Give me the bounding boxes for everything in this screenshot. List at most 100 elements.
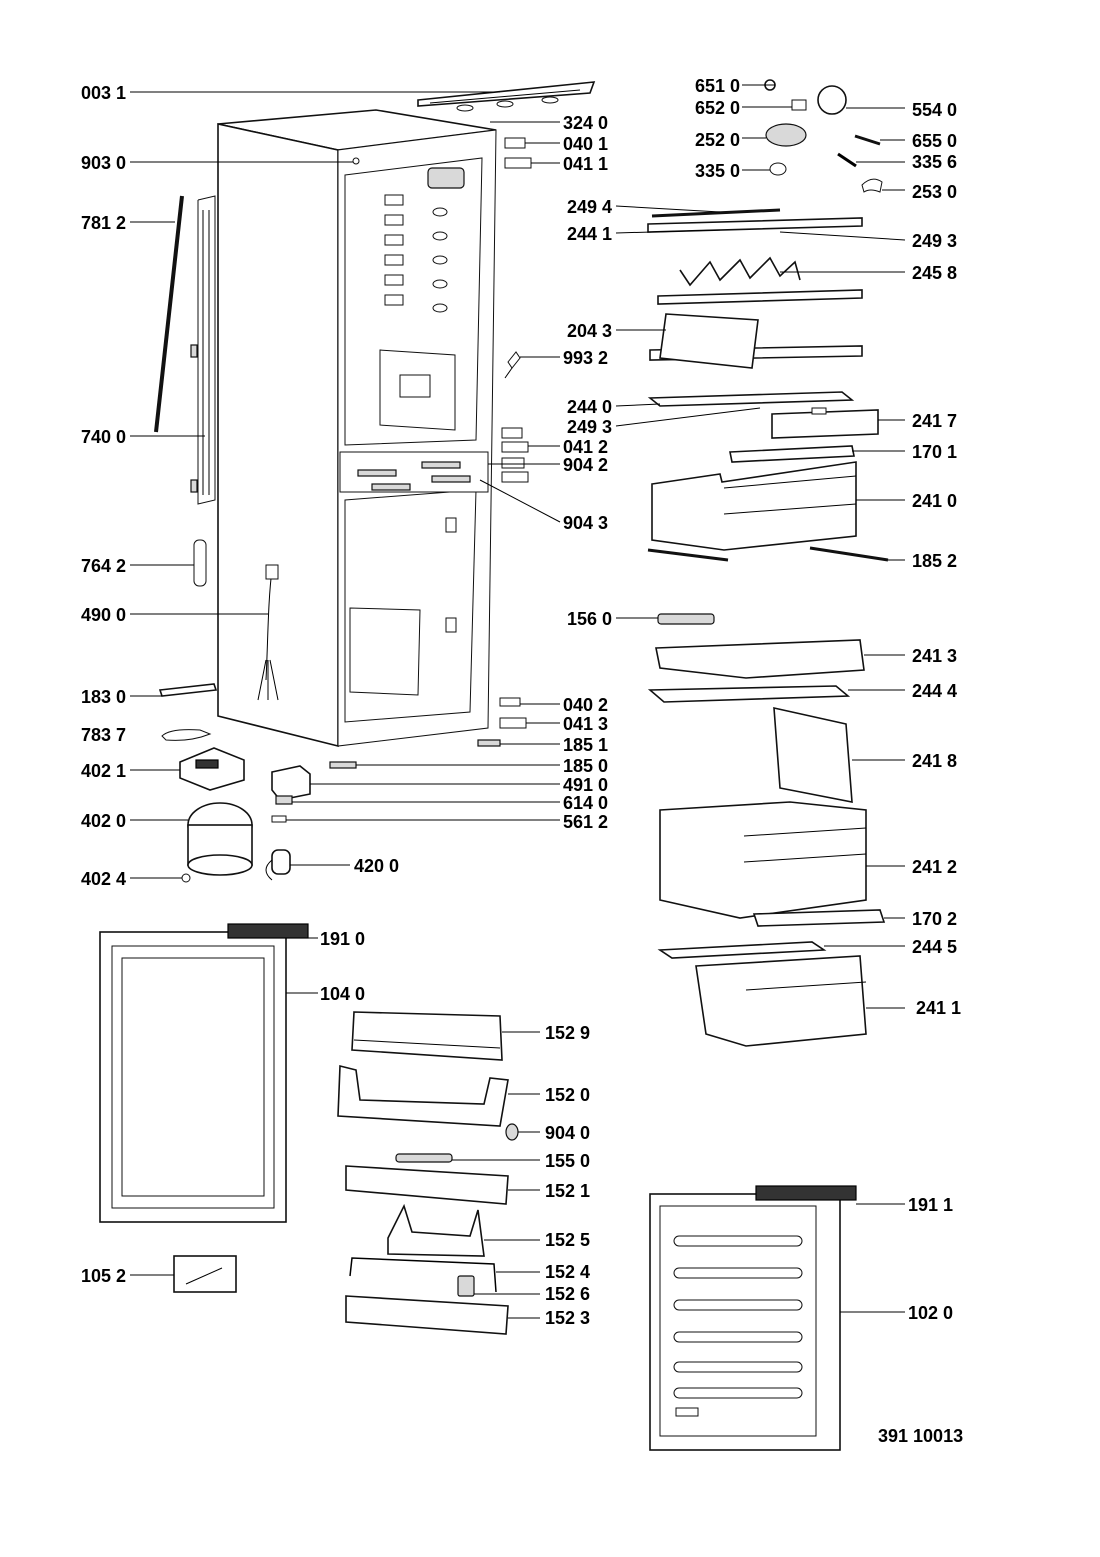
door-balcony-1523-part xyxy=(345,1295,509,1335)
part-label: 152 6 xyxy=(545,1284,590,1304)
part-label: 402 1 xyxy=(81,761,126,781)
part-label: 040 2 xyxy=(563,695,608,715)
part-label: 249 4 xyxy=(567,197,612,217)
part-label: 324 0 xyxy=(563,113,608,133)
trim-1702-part xyxy=(752,909,886,927)
part-label: 490 0 xyxy=(81,605,126,625)
trim-1701-part xyxy=(729,445,855,463)
part-label: 614 0 xyxy=(563,793,608,813)
part-label: 245 8 xyxy=(912,263,957,283)
part-label: 655 0 xyxy=(912,131,957,151)
bottle-clip-part xyxy=(457,1275,475,1297)
part-label: 003 1 xyxy=(81,83,126,103)
glass-shelf-2441-part xyxy=(647,208,863,233)
fridge-door-part xyxy=(99,923,309,1223)
rail-part xyxy=(158,683,218,697)
part-label: 335 6 xyxy=(912,152,957,172)
compressor-part xyxy=(181,802,253,883)
part-label: 170 2 xyxy=(912,909,957,929)
freezer-door-part xyxy=(649,1185,857,1451)
part-label: 040 1 xyxy=(563,134,608,154)
leader-lines xyxy=(130,84,906,1319)
part-label: 740 0 xyxy=(81,427,126,447)
part-label: 170 1 xyxy=(912,442,957,462)
part-label: 244 5 xyxy=(912,937,957,957)
part-number-labels: 003 1 324 0 040 1 041 1 903 0 781 2 740 … xyxy=(81,76,963,1446)
part-label: 904 3 xyxy=(563,513,608,533)
part-label: 764 2 xyxy=(81,556,126,576)
part-label: 191 0 xyxy=(320,929,365,949)
part-label: 904 0 xyxy=(545,1123,590,1143)
part-label: 183 0 xyxy=(81,687,126,707)
small-box-part xyxy=(771,407,879,439)
part-label: 241 0 xyxy=(912,491,957,511)
part-label: 652 0 xyxy=(695,98,740,118)
part-label: 102 0 xyxy=(908,1303,953,1323)
egg-tray-part xyxy=(395,1153,453,1163)
part-label: 185 0 xyxy=(563,756,608,776)
part-label: 651 0 xyxy=(695,76,740,96)
glass-shelf-2445-part xyxy=(657,941,827,959)
part-label: 903 0 xyxy=(81,153,126,173)
condenser-parts xyxy=(154,195,216,587)
shelf-2043-part xyxy=(649,313,863,369)
part-label: 105 2 xyxy=(81,1266,126,1286)
part-label: 244 4 xyxy=(912,681,957,701)
part-label: 185 1 xyxy=(563,735,608,755)
part-label: 904 2 xyxy=(563,455,608,475)
part-label: 152 0 xyxy=(545,1085,590,1105)
glass-shelf-2444-part xyxy=(647,685,851,703)
freezer-flap-part xyxy=(773,706,853,803)
part-label: 155 0 xyxy=(545,1151,590,1171)
part-label: 041 3 xyxy=(563,714,608,734)
part-label: 244 0 xyxy=(567,397,612,417)
part-label: 249 3 xyxy=(912,231,957,251)
control-unit-parts xyxy=(764,79,883,193)
drawing-number: 391 10013 xyxy=(878,1426,963,1446)
part-label: 104 0 xyxy=(320,984,365,1004)
part-label: 252 0 xyxy=(695,130,740,150)
part-label: 783 7 xyxy=(81,725,126,745)
rail-1852-parts xyxy=(647,546,889,562)
part-label: 253 0 xyxy=(912,182,957,202)
part-label: 244 1 xyxy=(567,224,612,244)
part-label: 204 3 xyxy=(567,321,612,341)
freezer-drawer-2411-part xyxy=(695,955,867,1047)
capacitor-part xyxy=(265,849,291,881)
bottle-wire-part xyxy=(349,1257,497,1293)
knob-part xyxy=(505,1123,519,1141)
part-label: 420 0 xyxy=(354,856,399,876)
top-cover-part xyxy=(417,81,596,107)
part-label: 241 8 xyxy=(912,751,957,771)
part-label: 152 1 xyxy=(545,1181,590,1201)
part-label: 191 1 xyxy=(908,1195,953,1215)
part-label: 402 0 xyxy=(81,811,126,831)
part-label: 152 3 xyxy=(545,1308,590,1328)
relay-parts xyxy=(271,765,311,823)
crisper-2410-part xyxy=(651,461,857,551)
clip-part xyxy=(161,729,212,741)
part-label: 185 2 xyxy=(912,551,957,571)
part-label: 993 2 xyxy=(563,348,608,368)
cabinet-body-part xyxy=(217,109,497,748)
part-label: 402 4 xyxy=(81,869,126,889)
part-label: 491 0 xyxy=(563,775,608,795)
part-label: 241 7 xyxy=(912,411,957,431)
part-label: 335 0 xyxy=(695,161,740,181)
door-balcony-1520-part xyxy=(337,1064,509,1127)
part-label: 152 5 xyxy=(545,1230,590,1250)
part-label: 249 3 xyxy=(567,417,612,437)
dairy-lid-part xyxy=(351,1011,503,1061)
freezer-drawer-2412-part xyxy=(659,801,867,919)
part-label: 554 0 xyxy=(912,100,957,120)
wine-rack-part xyxy=(657,256,863,305)
part-label: 241 2 xyxy=(912,857,957,877)
part-label: 241 3 xyxy=(912,646,957,666)
freezer-tray-part xyxy=(655,639,865,679)
ice-tray-part xyxy=(657,613,715,625)
part-label: 241 1 xyxy=(916,998,961,1018)
compressor-tray-part xyxy=(179,747,245,791)
part-label: 152 4 xyxy=(545,1262,590,1282)
part-label: 152 9 xyxy=(545,1023,590,1043)
